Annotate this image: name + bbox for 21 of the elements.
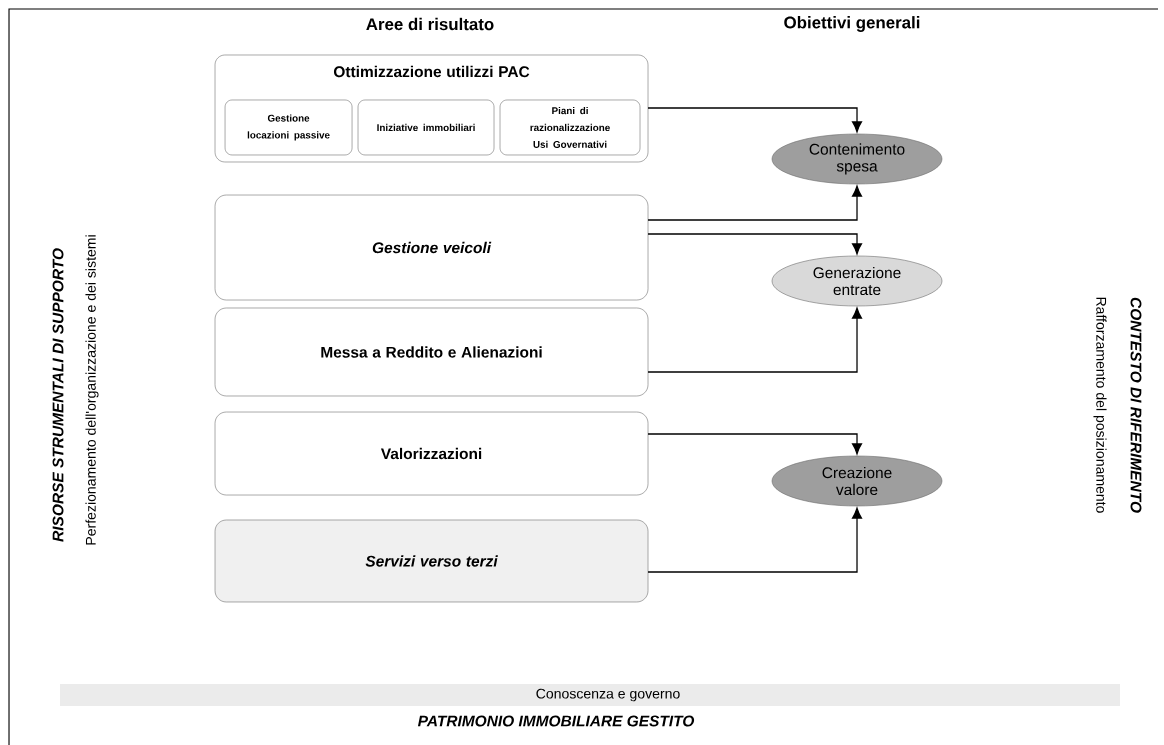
side-heading: RISORSE STRUMENTALI DI SUPPORTO <box>52 248 64 542</box>
band-caption: Conoscenza e governo <box>534 687 682 703</box>
side-caption: Rafforzamento del posizionamento <box>1093 297 1107 513</box>
connector-arrow <box>647 507 863 573</box>
connector-arrow <box>647 433 863 455</box>
footer-heading: PATRIMONIO IMMOBILIARE GESTITO <box>417 715 695 727</box>
result-box: Valorizzazioni <box>214 411 649 496</box>
column-heading: Aree di risultato <box>366 17 494 31</box>
column-heading: Obiettivi generali <box>784 16 920 32</box>
side-heading: CONTESTO DI RIFERIMENTO <box>1130 297 1142 513</box>
connector-arrow <box>647 307 863 373</box>
connector-arrow <box>647 107 863 133</box>
connector-arrow <box>647 233 863 255</box>
result-box: Messa a Reddito e Alienazioni <box>214 307 649 397</box>
side-caption: Perfezionamento dell'organizzazione e dei sistemi <box>85 235 99 545</box>
sub-box: Piani di razionalizzazione Usi Governativi <box>499 99 641 156</box>
result-box: Gestione veicoli <box>214 194 649 301</box>
sub-box: Iniziative immobiliari <box>357 99 495 156</box>
connector-arrow <box>647 185 863 221</box>
result-box: Servizi verso terzi <box>214 519 649 603</box>
sub-box: Gestione locazioni passive <box>224 99 353 156</box>
